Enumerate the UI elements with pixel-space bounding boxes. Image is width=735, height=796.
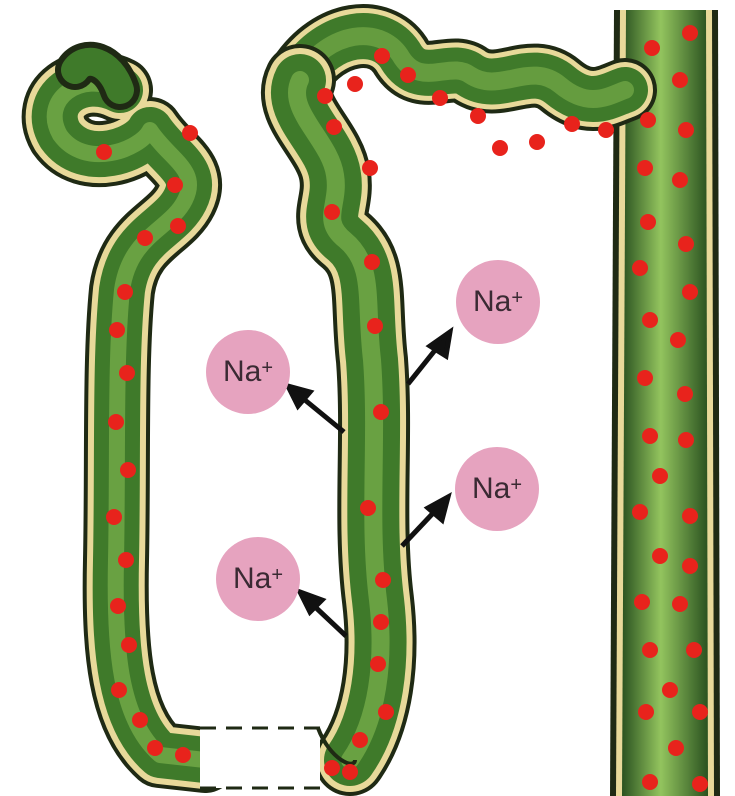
ascending-limb bbox=[297, 80, 381, 760]
sodium-ion-label: Na+ bbox=[455, 447, 539, 531]
arrow-to-ion-2 bbox=[408, 332, 450, 384]
ion-symbol: Na bbox=[473, 285, 511, 319]
sodium-ion-label: Na+ bbox=[216, 537, 300, 621]
sodium-ion-label: Na+ bbox=[456, 260, 540, 344]
collecting-duct bbox=[610, 10, 720, 796]
ion-symbol: Na bbox=[472, 472, 510, 506]
ion-charge: + bbox=[261, 357, 273, 380]
arrow-to-ion-4 bbox=[300, 592, 346, 636]
ion-charge: + bbox=[271, 564, 283, 587]
proximal-tubule-descending-limb bbox=[55, 62, 205, 760]
ion-charge: + bbox=[511, 287, 523, 310]
sodium-ion-label: Na+ bbox=[206, 330, 290, 414]
ion-symbol: Na bbox=[233, 562, 271, 596]
arrow-to-ion-1 bbox=[288, 386, 344, 432]
ion-symbol: Na bbox=[223, 355, 261, 389]
distal-convoluted-tubule bbox=[300, 36, 625, 99]
ion-charge: + bbox=[510, 474, 522, 497]
